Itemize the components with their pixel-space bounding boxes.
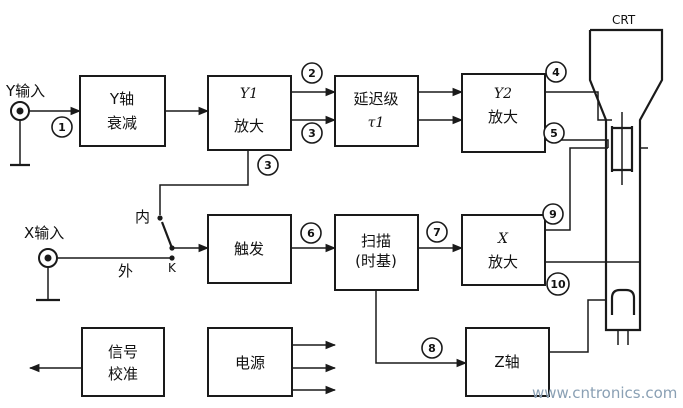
switch-k-label: K (168, 261, 177, 275)
y2-label-2: 放大 (488, 108, 518, 126)
crt-tube (588, 28, 664, 345)
y2-amplifier-block (461, 73, 546, 153)
marker-1: 1 (51, 116, 73, 138)
svg-text:5: 5 (550, 127, 558, 140)
switch-internal-label: 内 (135, 208, 150, 226)
calibration-block (81, 327, 165, 397)
svg-text:1: 1 (58, 121, 66, 134)
sweep-block (334, 214, 419, 291)
marker-9: 9 (542, 203, 564, 225)
signal-wires (28, 87, 648, 395)
switch-contact-external (169, 255, 175, 261)
y-input-label: Y输入 (5, 82, 45, 100)
sweep-label-2: (时基) (355, 252, 397, 270)
x-input-label: X输入 (24, 224, 64, 242)
svg-text:10: 10 (550, 278, 566, 291)
y1-amplifier-block (207, 75, 292, 151)
power-label: 电源 (235, 354, 265, 372)
marker-2: 2 (301, 62, 323, 84)
y1-label-2: 放大 (234, 117, 264, 135)
marker-6: 6 (300, 222, 322, 244)
svg-text:3: 3 (308, 127, 316, 140)
switch-external-label: 外 (118, 262, 133, 280)
svg-text:6: 6 (307, 227, 315, 240)
marker-7: 7 (426, 221, 448, 243)
svg-text:4: 4 (552, 66, 560, 79)
y-attenuator-block (79, 75, 166, 147)
x-input-connector (36, 248, 60, 302)
sweep-label-1: 扫描 (361, 232, 391, 250)
svg-text:9: 9 (549, 208, 557, 221)
z-axis-label: Z轴 (494, 353, 519, 371)
switch-contact-internal (157, 215, 163, 221)
x-amplifier-block (461, 214, 546, 286)
z-axis-block (465, 327, 550, 397)
calib-label-1: 信号 (108, 343, 138, 361)
crt-label: CRT (612, 13, 636, 27)
watermark: www.cntronics.com (532, 384, 677, 402)
marker-3b: 3 (257, 154, 279, 176)
trigger-block (207, 214, 292, 284)
signal-markers: 1 2 3 3 4 5 6 7 8 9 10 (51, 61, 570, 359)
delay-line-block (334, 75, 419, 147)
calib-label-2: 校准 (108, 365, 138, 383)
power-block (207, 327, 293, 397)
y-atten-label-2: 衰减 (107, 114, 137, 132)
delay-label-1: 延迟级 (353, 90, 398, 108)
x-amp-label-1: X (497, 231, 509, 247)
svg-text:3: 3 (264, 159, 272, 172)
x-amp-label-2: 放大 (488, 253, 518, 271)
svg-text:7: 7 (433, 226, 441, 239)
svg-text:2: 2 (308, 67, 316, 80)
marker-3a: 3 (301, 122, 323, 144)
marker-4: 4 (545, 61, 567, 83)
trigger-label: 触发 (234, 240, 264, 258)
marker-5: 5 (543, 122, 565, 144)
delay-label-2: τ1 (368, 115, 385, 131)
marker-10: 10 (546, 272, 570, 296)
y-atten-label-1: Y轴 (109, 90, 134, 108)
switch-pivot (169, 245, 175, 251)
y1-label-1: Y1 (240, 86, 258, 102)
y-input-connector (10, 101, 30, 167)
marker-8: 8 (421, 337, 443, 359)
y2-label-1: Y2 (494, 86, 512, 102)
svg-text:8: 8 (428, 342, 436, 355)
